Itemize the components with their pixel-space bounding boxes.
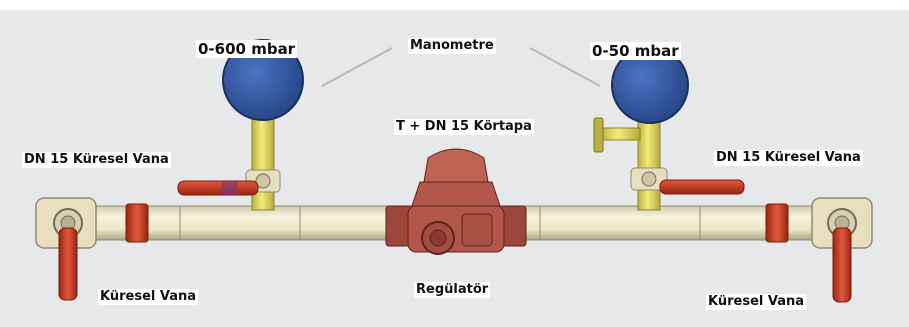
main-ball-valve-right [811,197,873,303]
main-valve-left-label: Küresel Vana [98,289,199,305]
gauge-left-range-label: 0-600 mbar [196,40,298,58]
gauge-title-label: Manometre [408,38,496,54]
main-valve-right-label: Küresel Vana [706,294,807,310]
coupling-left [125,203,149,243]
coupling-right [765,203,789,243]
regulator-icon [385,148,527,255]
ball-valve-left-label: DN 15 Küresel Vana [22,152,171,168]
plug-tee [593,117,641,153]
plug-label: T + DN 15 Körtapa [394,119,534,135]
gauge-right-range-label: 0-50 mbar [590,42,681,60]
gauge-leader-lines [321,47,601,87]
ball-valve-right-label: DN 15 Küresel Vana [714,150,863,166]
main-ball-valve-left [35,197,97,301]
regulator-label: Regülatör [414,282,491,298]
gauge-riser-right [630,107,745,211]
